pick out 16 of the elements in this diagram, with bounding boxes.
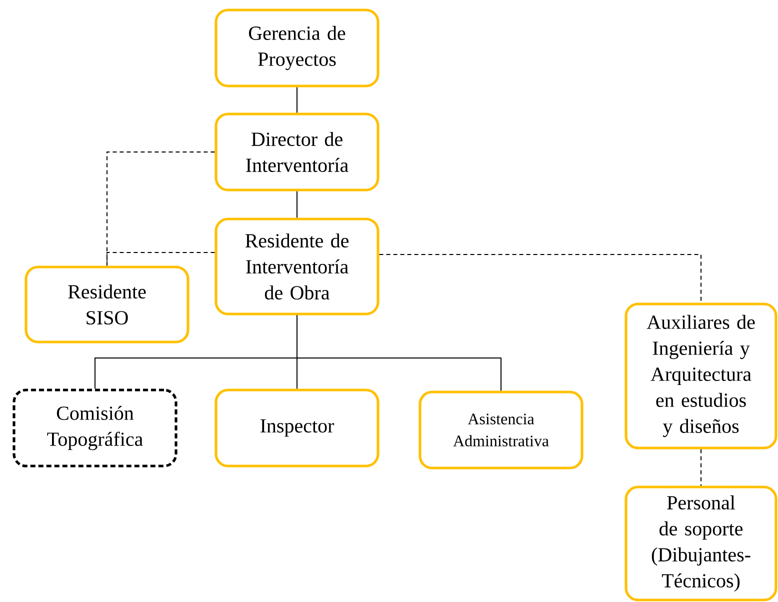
connector-line (106, 252, 216, 266)
connector-line (378, 254, 702, 304)
org-box: Residente SISO (24, 266, 190, 344)
connector-line (700, 448, 702, 486)
org-box: Comisión Topográfica (12, 388, 178, 468)
org-box: Auxiliares de Ingeniería y Arquitectura en estudios y diseños (624, 302, 778, 450)
org-box: Personal de soporte (Dibujantes-Técnicos) (624, 486, 778, 602)
org-box: Residente de Interventoría de Obra (214, 218, 380, 316)
connector-line (296, 86, 298, 114)
org-box: Inspector (214, 388, 380, 468)
connector-line (296, 190, 298, 218)
org-box: Director de Interventoría (214, 112, 380, 192)
connector-line (106, 152, 216, 266)
org-box: Gerencia de Proyectos (214, 8, 380, 88)
connector-line (296, 314, 502, 392)
org-box: Asistencia Administrativa (418, 390, 584, 470)
